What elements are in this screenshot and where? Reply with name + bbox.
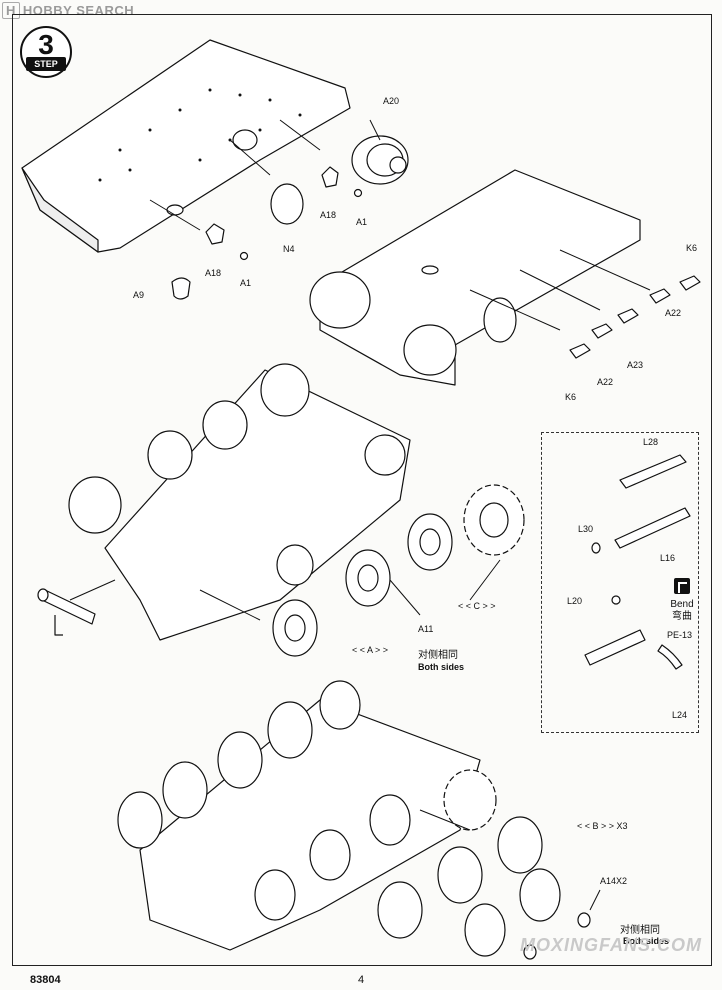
hull-side-plate: [21, 39, 351, 253]
part-label-a11: A11: [418, 624, 434, 634]
bend-icon: [674, 578, 690, 594]
inset-box: [541, 432, 699, 733]
a18-bracket-lower: [205, 223, 225, 245]
callout-a: < < A > >: [352, 645, 389, 655]
final-drive-a20: [351, 135, 409, 185]
part-label-a9: A9: [133, 290, 145, 300]
inset-tool-assembly: [584, 454, 691, 670]
step-badge: 3 STEP: [20, 26, 72, 78]
part-label-l20: L20: [567, 596, 583, 606]
hobby-search-logo: H: [2, 2, 20, 19]
step-label: STEP: [26, 57, 66, 71]
a18-bracket-upper: [321, 166, 339, 188]
part-label-a1-upper: A1: [356, 217, 368, 227]
kit-code: 83804: [30, 974, 61, 986]
callout-c: < < C > >: [458, 601, 496, 611]
bend-instruction: Bend 弯曲: [654, 578, 710, 623]
part-label-l24: L24: [672, 710, 688, 720]
both-sides-cn: 对侧相同: [418, 650, 458, 661]
part-label-a18-upper: A18: [320, 210, 337, 220]
hull-assembly-middle: [68, 363, 411, 641]
step-number: 3: [38, 29, 54, 60]
a1-nut-upper: [353, 188, 363, 198]
road-wheels-a14: [377, 769, 591, 960]
hull-assembly-top: [309, 169, 641, 386]
part-label-a18-lower: A18: [205, 268, 222, 278]
part-label-a22-upper: A22: [665, 308, 682, 318]
bend-en: Bend: [670, 599, 694, 610]
part-label-a23: A23: [627, 360, 644, 370]
part-label-k6-lower: K6: [565, 392, 577, 402]
both-sides-en: Both sides: [418, 662, 465, 672]
a1-nut-lower: [239, 251, 249, 261]
both-sides-en-2: Both sides: [623, 936, 670, 946]
both-sides-cn-2: 对侧相同: [620, 925, 660, 936]
part-label-a22-lower: A22: [597, 377, 614, 387]
part-label-l30: L30: [578, 524, 594, 534]
part-label-n4: N4: [283, 244, 295, 254]
tow-bar-part: [37, 588, 96, 636]
moxingfans-watermark: MOXINGFANS.COM: [520, 935, 703, 955]
part-label-pe13: PE-13: [667, 630, 693, 640]
part-label-a1-lower: A1: [240, 278, 252, 288]
bend-cn: 弯曲: [672, 611, 692, 622]
hull-assembly-bottom: [117, 680, 481, 951]
a9-part: [171, 277, 191, 300]
suspension-brackets-k6-a22: [569, 275, 701, 359]
callout-b: < < B > > X3: [577, 821, 628, 831]
idler-and-sprocket-wheels: [272, 484, 525, 657]
part-label-l16: L16: [660, 553, 676, 563]
part-label-k6-upper: K6: [686, 243, 698, 253]
assembly-arrows: [69, 119, 651, 911]
part-label-l28: L28: [643, 437, 659, 447]
part-label-a14: A14X2: [600, 876, 628, 886]
page-frame: [12, 14, 712, 966]
page-number: 4: [358, 974, 365, 986]
n4-cover: [270, 183, 304, 225]
part-label-a20: A20: [383, 96, 400, 106]
